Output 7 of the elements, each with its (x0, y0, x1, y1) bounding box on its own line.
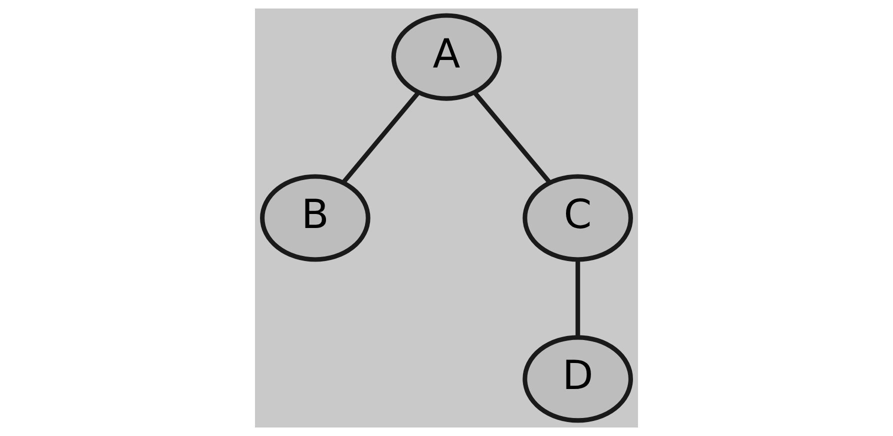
connector (472, 90, 552, 184)
connector (341, 90, 420, 184)
node-ellipse: B (260, 174, 370, 262)
node-ellipse: A (391, 13, 502, 101)
node-ellipse: C (522, 174, 633, 262)
connector (576, 260, 580, 338)
node-ellipse: D (522, 335, 633, 423)
